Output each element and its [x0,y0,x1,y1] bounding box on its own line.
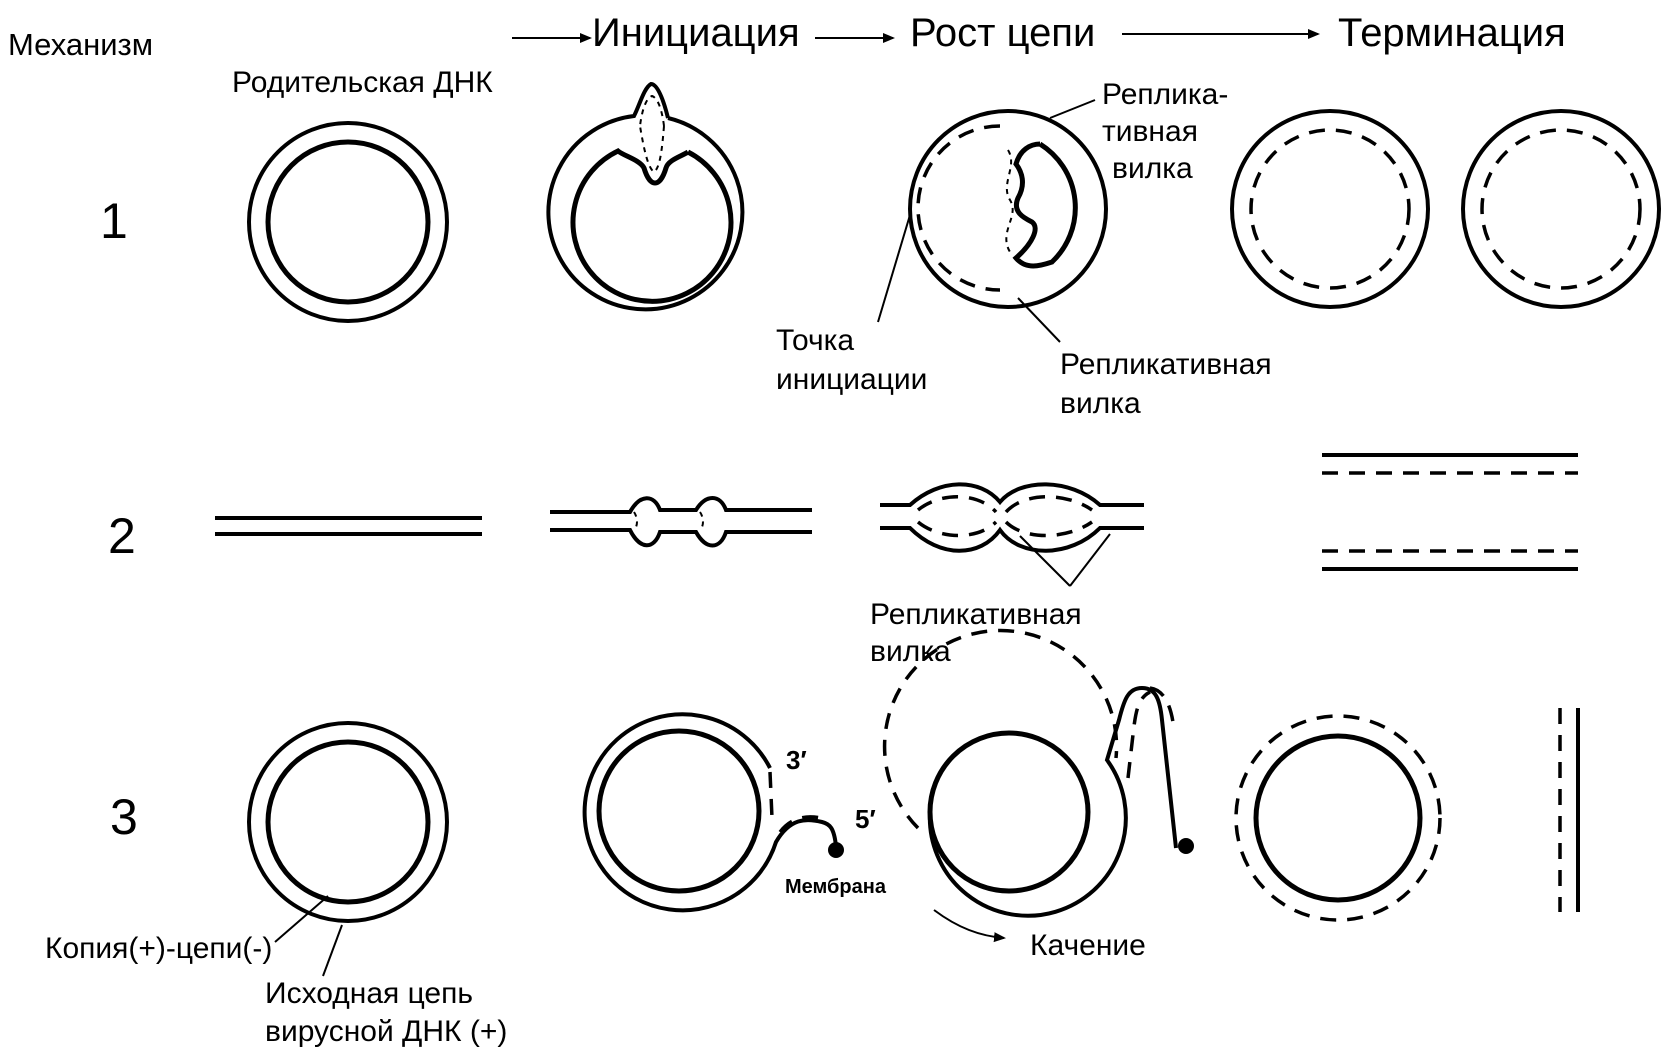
row3-parent-circle [247,721,449,923]
rolling-label: Качение [1030,929,1146,962]
origin-label-2: инициации [776,363,927,396]
stage-termination: Терминация [1338,11,1566,55]
prime-5-label: 5′ [855,804,876,834]
row2-initiation-duplex [550,496,812,548]
copy-strand-label: Копия(+)-цепи(-) [45,932,272,965]
original-strand-label-2: вирусной ДНК (+) [265,1015,507,1047]
fork-top-label-1: Реплика- [1102,78,1228,111]
row-number-2: 2 [108,508,136,564]
row1-elongation-circle [908,109,1108,309]
rolling-anchor-dot [1178,838,1194,854]
original-strand-label-1: Исходная цепь [265,977,473,1010]
row2-fork-label-2: вилка [870,635,951,668]
row1-termination-circle-b [1461,109,1661,309]
row2-fork-leader-a [1019,535,1071,587]
fork-bottom-label-1: Репликативная [1060,348,1272,381]
prime-3-label: 3′ [786,745,807,775]
fork-bottom-leader [1017,297,1061,343]
stage-initiation: Инициация [592,11,800,55]
stage-elongation: Рост цепи [910,11,1095,55]
row2-parent-duplex [215,516,482,536]
row2-elongation-duplex [880,482,1144,553]
mechanism-label: Механизм [8,27,153,62]
row3-termination-circle [1234,714,1442,922]
row2-termination-duplex-b [1322,549,1578,571]
origin-label-1: Точка [776,324,854,357]
membrane-label: Мембрана [785,876,887,898]
row1-termination-circle-a [1230,109,1430,309]
rolling-direction-arrow [933,909,1006,943]
row-number-1: 1 [100,193,128,249]
fork-top-label-2: тивная [1102,115,1198,148]
membrane-anchor-dot [828,842,844,858]
row1-initiation-circle [546,81,745,312]
fork-bottom-label-2: вилка [1060,387,1141,420]
parental-dna-label: Родительская ДНК [232,66,493,99]
row3-initiation-circle [582,712,844,913]
original-strand-leader [322,924,343,977]
row2-fork-label-1: Репликативная [870,598,1082,631]
row-number-3: 3 [110,789,138,845]
row3-termination-linear [1558,708,1580,912]
row1-parent-circle [247,121,449,323]
fork-top-label-3: вилка [1112,152,1193,185]
origin-leader [877,214,911,323]
row2-fork-leader-b [1069,533,1111,587]
row2-termination-duplex-a [1322,453,1578,475]
copy-strand-leader [274,895,329,943]
row3-rolling-circle [882,628,1194,918]
fork-top-leader [1049,99,1096,119]
